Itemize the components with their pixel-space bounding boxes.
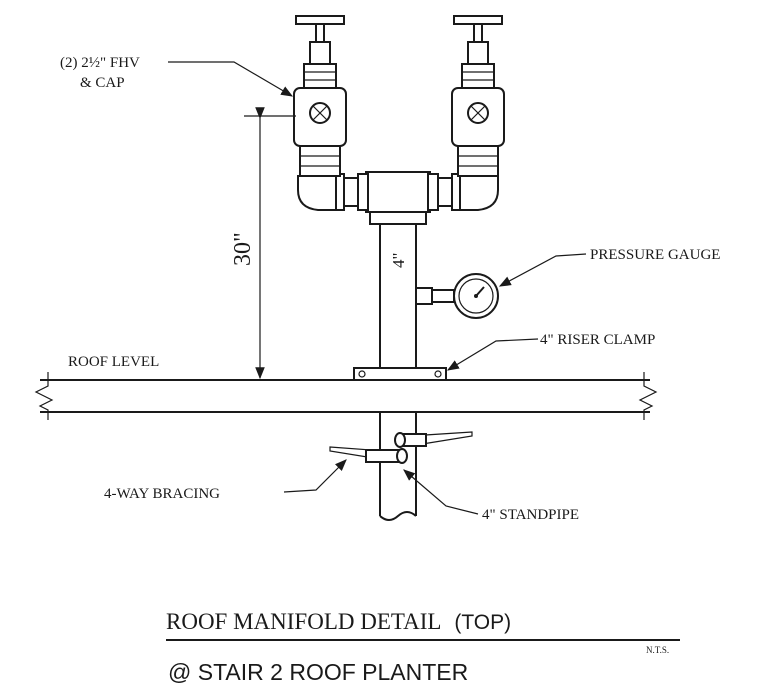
hose-valve-left bbox=[293, 15, 347, 177]
pressure-gauge bbox=[415, 273, 499, 319]
scale-note: N.T.S. bbox=[646, 645, 669, 655]
hose-valve-right bbox=[451, 15, 505, 177]
title-line2: @ STAIR 2 ROOF PLANTER bbox=[168, 659, 468, 685]
height-dimension bbox=[244, 107, 296, 380]
leader-lines bbox=[168, 61, 587, 515]
title-main: ROOF MANIFOLD DETAIL bbox=[166, 609, 441, 634]
standpipe-below bbox=[379, 412, 417, 521]
roof-slab bbox=[34, 372, 658, 420]
riser-clamp-label: 4" RISER CLAMP bbox=[540, 332, 655, 348]
bracing-label: 4-WAY BRACING bbox=[104, 486, 220, 502]
title-block: ROOF MANIFOLD DETAIL (TOP) N.T.S. @ STAI… bbox=[166, 609, 680, 685]
title-suffix: (TOP) bbox=[454, 611, 511, 634]
fhv-label-line2: & CAP bbox=[80, 75, 125, 91]
dimension-30-label: 30" bbox=[230, 232, 256, 266]
manifold-header bbox=[297, 171, 499, 213]
pressure-gauge-label: PRESSURE GAUGE bbox=[590, 247, 720, 263]
title-line1: ROOF MANIFOLD DETAIL (TOP) bbox=[166, 609, 511, 634]
standpipe-label: 4" STANDPIPE bbox=[482, 507, 579, 523]
roof-level-label: ROOF LEVEL bbox=[68, 354, 159, 370]
pipe-size-label: 4" bbox=[389, 253, 408, 268]
fhv-label-line1: (2) 2½" FHV bbox=[60, 55, 140, 71]
four-way-bracing bbox=[329, 431, 473, 464]
riser-clamp bbox=[353, 367, 447, 381]
